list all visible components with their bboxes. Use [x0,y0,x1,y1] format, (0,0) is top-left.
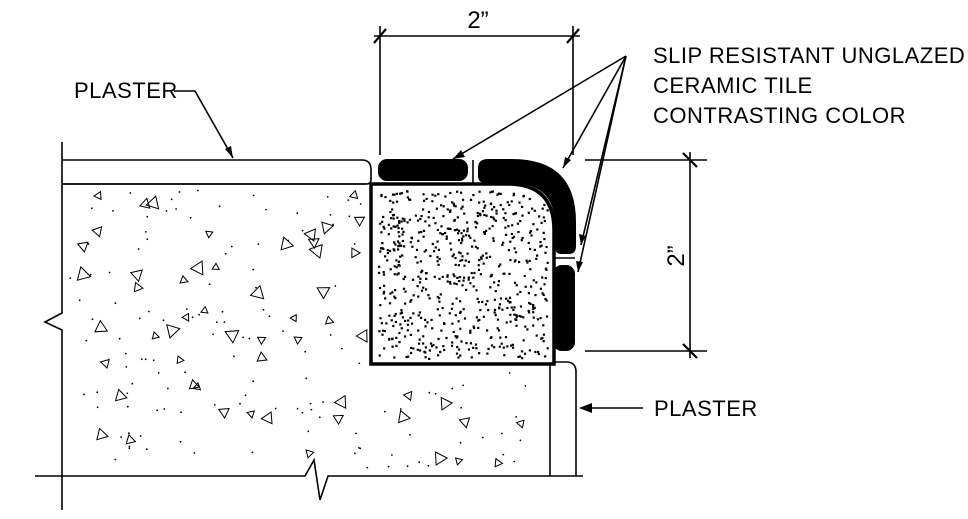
ceramic-tile-top-left [378,159,468,181]
dim-h-tick-left [373,28,387,44]
tile-leader-1 [452,55,627,160]
plaster-right-arrowhead [579,403,592,413]
concrete-slab-outline [62,183,551,476]
dim-horizontal-label: 2” [467,7,488,34]
tile-label-line-1: SLIP RESISTANT UNGLAZED [653,43,965,68]
plaster-top-label: PLASTER [74,78,178,103]
plaster-right-layer [549,361,577,476]
tile-leader-4 [577,55,627,273]
concrete-aggregate-speckle [69,189,527,469]
dim-v-tick-top [682,152,698,168]
dim-v-tick-bottom [682,343,698,359]
bottom-break-line [35,457,583,501]
ceramic-tile-side [553,265,575,351]
tile-leader-3-arrow [579,234,586,245]
dim-vertical-label: 2” [663,245,690,266]
tile-leader-2-arrow [563,157,571,168]
ceramic-tile-corner-bullnose [478,159,576,254]
plaster-right-label: PLASTER [654,396,758,421]
plaster-top-leader [174,90,234,159]
plaster-top-arrowhead [225,146,233,158]
dim-h-tick-right [566,28,580,44]
tile-leader-2 [562,55,627,169]
left-break-line [43,142,63,510]
tile-leader-4-arrow [576,261,583,272]
plaster-top-layer [62,159,372,185]
tile-leader-1-arrow [453,150,465,159]
tile-label-line-2: CERAMIC TILE [653,73,813,98]
grout-bed-stipple [378,190,549,360]
tile-label-line-3: CONTRASTING COLOR [653,103,906,128]
